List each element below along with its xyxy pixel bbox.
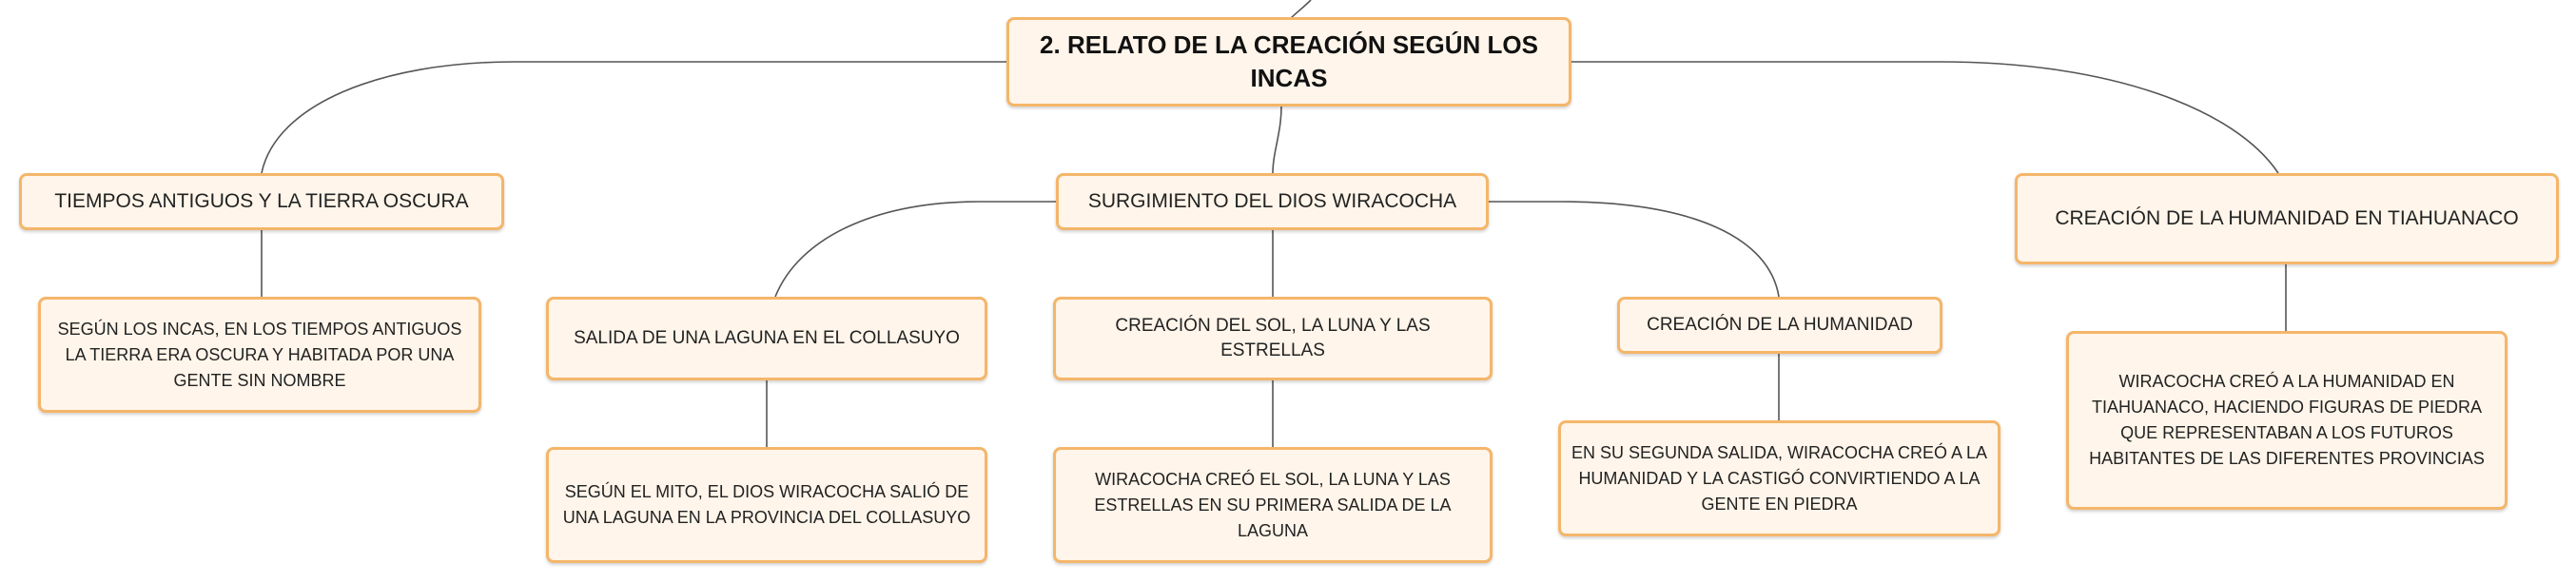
branch-label: CREACIÓN DE LA HUMANIDAD EN TIAHUANACO [2055,206,2519,229]
subtopic-creacion-humanidad[interactable]: CREACIÓN DE LA HUMANIDAD [1617,297,1942,354]
connector-root-branch-1 [261,61,1006,174]
connector-branch-2-child-1 [774,201,1056,298]
root-topic-label: 2. RELATO DE LA CREACIÓN SEGÚN LOS INCAS [1040,29,1538,92]
detail-humanidad-tiahuanaco[interactable]: WIRACOCHA CREÓ A LA HUMANIDAD EN TIAHUAN… [2066,331,2508,510]
branch-label: SURGIMIENTO DEL DIOS WIRACOCHA [1087,189,1457,212]
subtopic-salida-laguna[interactable]: SALIDA DE UNA LAGUNA EN EL COLLASUYO [546,297,987,380]
branch-humanidad-tiahuanaco[interactable]: CREACIÓN DE LA HUMANIDAD EN TIAHUANACO [2015,173,2559,264]
branch-tiempos-antiguos[interactable]: TIEMPOS ANTIGUOS Y LA TIERRA OSCURA [19,173,504,230]
branch-surgimiento-wiracocha[interactable]: SURGIMIENTO DEL DIOS WIRACOCHA [1056,173,1489,230]
connector-top-stub [1289,0,1312,20]
subtopic-label: SALIDA DE UNA LAGUNA EN EL COLLASUYO [574,328,960,349]
detail-text: EN SU SEGUNDA SALIDA, WIRACOCHA CREÓ A L… [1571,442,1988,514]
detail-creacion-sol-luna[interactable]: WIRACOCHA CREÓ EL SOL, LA LUNA Y LAS EST… [1053,447,1493,563]
branch-label: TIEMPOS ANTIGUOS Y LA TIERRA OSCURA [54,189,469,212]
detail-text: SEGÚN EL MITO, EL DIOS WIRACOCHA SALIÓ D… [562,482,971,527]
root-topic[interactable]: 2. RELATO DE LA CREACIÓN SEGÚN LOS INCAS [1006,17,1571,107]
subtopic-creacion-sol-luna[interactable]: CREACIÓN DEL SOL, LA LUNA Y LAS ESTRELLA… [1053,297,1493,380]
detail-creacion-humanidad[interactable]: EN SU SEGUNDA SALIDA, WIRACOCHA CREÓ A L… [1558,420,2000,536]
subtopic-label: CREACIÓN DE LA HUMANIDAD [1647,315,1913,336]
subtopic-label: CREACIÓN DEL SOL, LA LUNA Y LAS ESTRELLA… [1115,316,1431,360]
detail-tiempos-antiguos[interactable]: SEGÚN LOS INCAS, EN LOS TIEMPOS ANTIGUOS… [38,297,481,413]
connector-branch-2-child-3 [1489,201,1780,298]
connector-root-branch-2 [1272,106,1282,174]
connector-root-branch-3 [1571,61,2279,174]
detail-text: SEGÚN LOS INCAS, EN LOS TIEMPOS ANTIGUOS… [57,319,462,390]
detail-text: WIRACOCHA CREÓ A LA HUMANIDAD EN TIAHUAN… [2089,372,2485,468]
detail-text: WIRACOCHA CREÓ EL SOL, LA LUNA Y LAS EST… [1094,469,1452,540]
detail-salida-laguna[interactable]: SEGÚN EL MITO, EL DIOS WIRACOCHA SALIÓ D… [546,447,987,563]
